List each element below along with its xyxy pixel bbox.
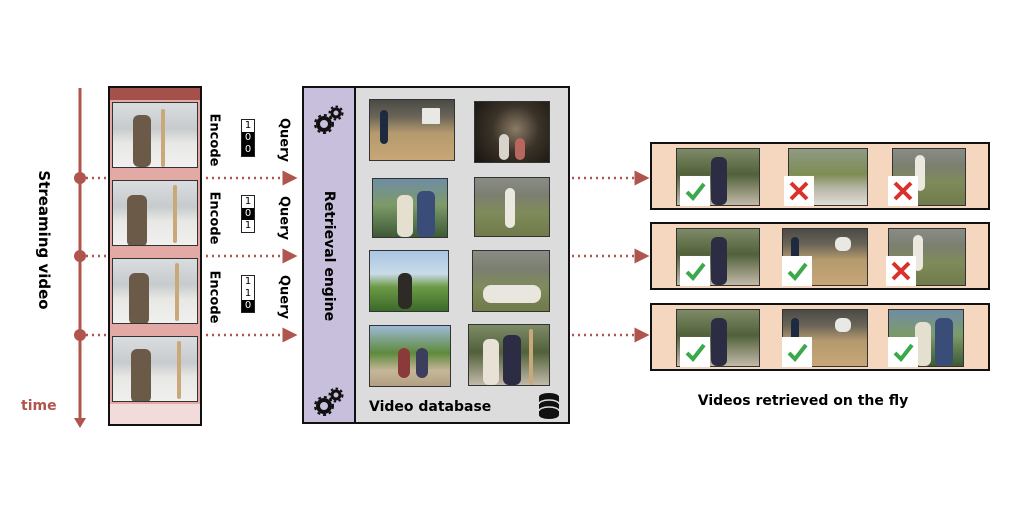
database-thumbnail-4 (474, 177, 550, 237)
query-label-3: Query (276, 274, 292, 320)
video-frame-3 (112, 258, 198, 324)
check-icon (680, 337, 710, 367)
encode-label-3: Encode (206, 270, 222, 324)
database-thumbnail-1 (369, 99, 455, 161)
check-icon (680, 256, 710, 286)
hash-bit: 1 (242, 220, 254, 232)
check-icon (888, 337, 918, 367)
database-thumbnail-2 (474, 101, 550, 163)
check-icon (680, 176, 710, 206)
hash-bit: 1 (242, 288, 254, 300)
database-thumbnail-3 (372, 178, 448, 238)
hash-bit: 1 (242, 120, 254, 132)
hash-code-3: 1 1 0 (241, 275, 255, 313)
film-strip (108, 86, 202, 426)
check-icon (782, 337, 812, 367)
check-icon (782, 256, 812, 286)
cross-icon (886, 256, 916, 286)
result-row-2 (650, 222, 990, 290)
cross-icon (784, 176, 814, 206)
video-database-label: Video database (369, 399, 492, 415)
database-icon (538, 393, 560, 419)
hash-bit: 0 (242, 300, 254, 312)
query-label-2: Query (276, 195, 292, 241)
hash-bit: 0 (242, 132, 254, 144)
hash-bit: 0 (242, 208, 254, 220)
retrieval-engine-label: Retrieval engine (321, 190, 337, 322)
database-thumbnail-7 (369, 325, 451, 387)
database-thumbnail-6 (472, 250, 550, 312)
result-row-1 (650, 142, 990, 210)
hash-code-2: 1 0 1 (241, 195, 255, 233)
hash-bit: 0 (242, 144, 254, 156)
query-label-1: Query (276, 117, 292, 163)
film-strip-top (110, 88, 200, 100)
time-axis-arrowhead (74, 418, 86, 428)
streaming-video-label: Streaming video (35, 170, 53, 310)
database-thumbnail-8 (468, 324, 550, 386)
database-thumbnail-5 (369, 250, 449, 312)
time-point-1 (74, 172, 86, 184)
video-frame-2 (112, 180, 198, 246)
time-point-3 (74, 329, 86, 341)
gears-icon (314, 387, 344, 416)
hash-code-1: 1 0 0 (241, 119, 255, 157)
video-database-panel: Video database (354, 86, 570, 424)
hash-bit: 1 (242, 276, 254, 288)
retrieval-engine-panel: Retrieval engine (302, 86, 356, 424)
video-frame-1 (112, 102, 198, 168)
encode-label-2: Encode (206, 191, 222, 245)
encode-label-1: Encode (206, 113, 222, 167)
video-frame-4 (112, 336, 198, 402)
hash-bit: 1 (242, 196, 254, 208)
film-strip-bottom (110, 404, 200, 424)
time-label: time (21, 398, 57, 414)
time-point-2 (74, 250, 86, 262)
cross-icon (888, 176, 918, 206)
gears-icon (314, 105, 344, 134)
videos-retrieved-caption: Videos retrieved on the fly (697, 393, 909, 409)
result-row-3 (650, 303, 990, 371)
